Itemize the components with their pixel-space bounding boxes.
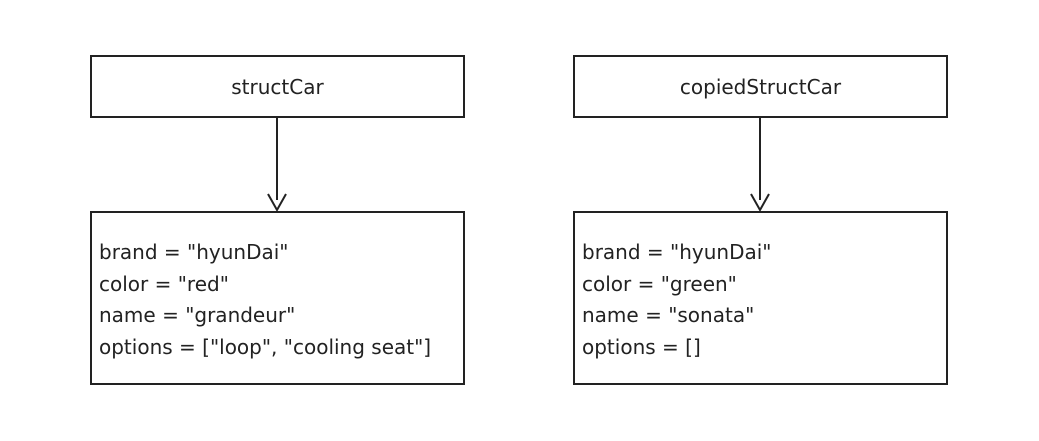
struct-car-color-field: color = "red" <box>99 271 229 296</box>
copied-struct-car-color-field: color = "green" <box>582 271 737 296</box>
struct-car-variable-box: structCar <box>90 55 465 118</box>
struct-car-value-box: brand = "hyunDai" color = "red" name = "… <box>90 211 465 385</box>
copied-struct-car-variable-box: copiedStructCar <box>573 55 948 118</box>
copied-struct-car-brand-field: brand = "hyunDai" <box>582 240 772 264</box>
struct-car-name-field: name = "grandeur" <box>99 303 296 327</box>
struct-car-brand-field: brand = "hyunDai" <box>99 240 289 264</box>
struct-car-options-field: options = ["loop", "cooling seat"] <box>99 334 432 359</box>
struct-car-label: structCar <box>231 74 324 99</box>
copied-struct-car-options-field: options = [] <box>582 334 701 359</box>
copied-struct-car-name-field: name = "sonata" <box>582 303 755 327</box>
right-reference-arrow <box>750 117 770 213</box>
copied-struct-car-label: copiedStructCar <box>679 74 842 99</box>
left-reference-arrow <box>267 117 287 213</box>
copied-struct-car-value-box: brand = "hyunDai" color = "green" name =… <box>573 211 948 385</box>
